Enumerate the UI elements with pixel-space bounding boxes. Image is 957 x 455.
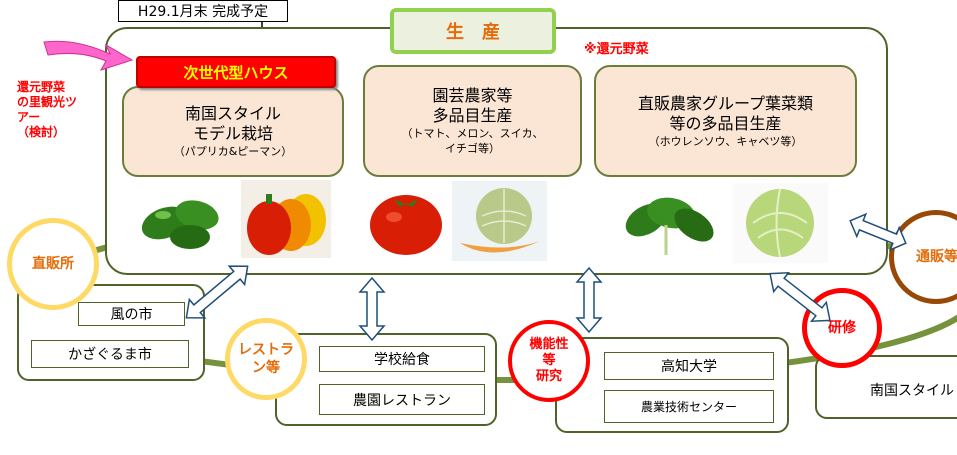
producer-box-horticulture: 園芸農家等 多品目生産 （トマト、メロン、スイカ、 イチゴ等） [363,65,582,177]
kochi-university-item: 高知大学 [604,352,774,380]
agri-tech-center-item: 農業技術センター [604,390,774,423]
production-title: 生 産 [390,8,556,54]
green-pepper-image [141,200,219,249]
paprika-image [241,180,331,258]
restaurant-circle: レストラ ン等 [225,318,307,400]
double-arrow-icon [575,266,603,334]
melon-image [452,181,547,261]
next-generation-house-label: 次世代型ハウス [136,56,336,88]
kaze-no-ichi-item: 風の市 [78,302,185,326]
spinach-image [625,197,714,255]
double-arrow-icon [849,212,907,252]
training-circle: 研修 [802,288,882,368]
kazaguruma-ichi-item: かざぐるま市 [31,340,189,368]
double-arrow-icon [358,276,386,342]
completion-schedule-label: H29.1月末 完成予定 [118,0,288,22]
direct-sales-circle: 直販所 [7,218,99,310]
tomato-image [370,195,442,255]
double-arrow-icon [769,271,831,323]
producer-box-direct-group: 直販農家グループ葉菜類 等の多品目生産 （ホウレンソウ、キャベツ等） [594,65,857,177]
cabbage-image [733,183,828,263]
tour-label: 還元野菜 の里観光ツ アー （検討） [17,80,78,139]
nangoku-style-item: 南国スタイル [870,383,954,399]
returned-vegetables-note: ※還元野菜 [584,42,649,57]
research-circle: 機能性 等 研究 [508,320,590,402]
mail-order-circle: 通販等 [889,210,957,304]
school-lunch-item: 学校給食 [319,346,485,372]
farm-restaurant-item: 農園レストラン [319,384,485,415]
double-arrow-icon [185,265,249,319]
